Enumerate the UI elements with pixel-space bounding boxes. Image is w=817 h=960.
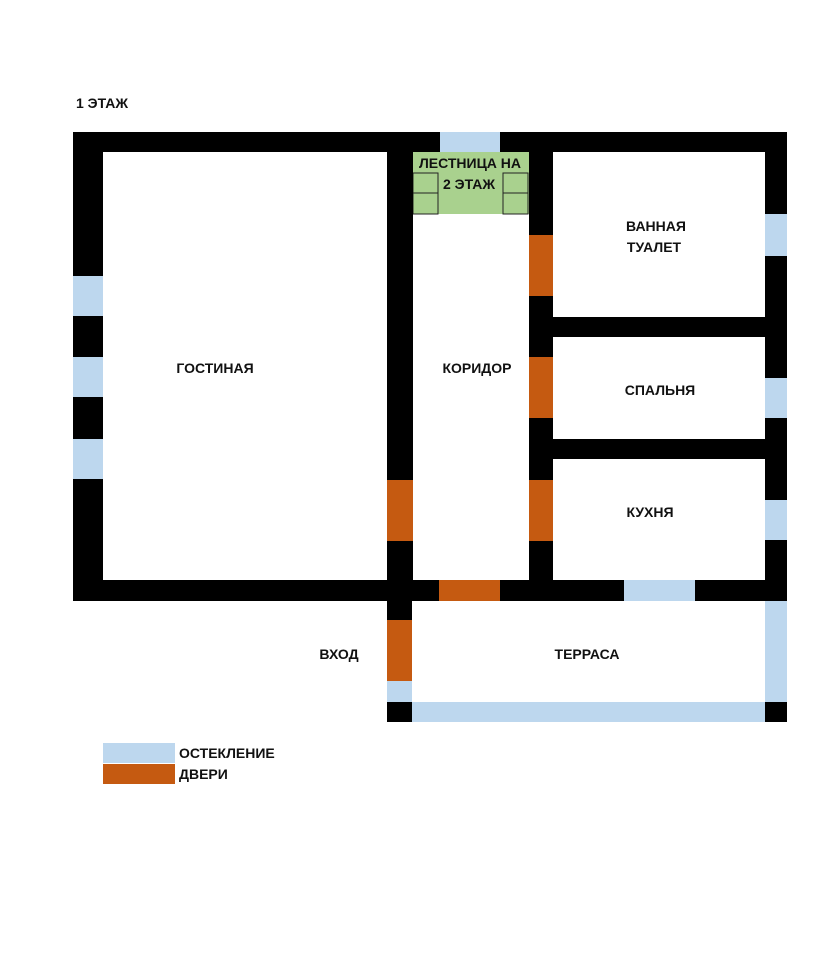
wall-top-left (73, 132, 440, 152)
wall-top-right (500, 132, 787, 152)
label-terrace: ТЕРРАСА (555, 646, 620, 662)
wall-bottom (73, 580, 787, 601)
wall-bath-bedroom (553, 317, 765, 337)
legend-glazing-swatch (103, 742, 175, 763)
window-bedroom (765, 378, 787, 418)
door-kitchen (529, 480, 553, 541)
label-entrance: ВХОД (319, 646, 358, 662)
window-kitchen (765, 500, 787, 540)
label-bedroom: СПАЛЬНЯ (625, 382, 696, 398)
legend-doors: ДВЕРИ (103, 763, 275, 784)
label-stairs-line2: 2 ЭТАЖ (443, 176, 495, 192)
legend-glazing: ОСТЕКЛЕНИЕ (103, 742, 275, 763)
legend: ОСТЕКЛЕНИЕ ДВЕРИ (103, 742, 275, 784)
legend-glazing-label: ОСТЕКЛЕНИЕ (179, 744, 275, 761)
window-left-3 (73, 439, 103, 479)
legend-doors-swatch (103, 763, 175, 784)
wall-bedroom-kitchen (553, 439, 765, 459)
label-corridor: КОРИДОР (442, 360, 511, 376)
label-kitchen: КУХНЯ (626, 504, 673, 520)
floor-title: 1 ЭТАЖ (76, 95, 129, 111)
window-left-1 (73, 276, 103, 316)
legend-doors-label: ДВЕРИ (179, 765, 228, 782)
window-top-stairs (440, 132, 500, 152)
terrace-corner-right (765, 702, 787, 722)
label-stairs-line1: ЛЕСТНИЦА НА (419, 155, 521, 171)
stairs-area (413, 152, 529, 214)
window-kitchen-terrace (624, 580, 695, 601)
label-bath-line2: ТУАЛЕТ (627, 239, 682, 255)
door-terrace (439, 580, 500, 601)
door-living (387, 480, 413, 541)
window-bathroom (765, 214, 787, 256)
window-entrance (387, 681, 412, 702)
terrace-glazing-bottom (412, 702, 765, 722)
window-left-2 (73, 357, 103, 397)
door-bathroom (529, 235, 553, 296)
terrace-glazing-right (765, 601, 787, 702)
door-entrance (387, 620, 412, 681)
door-bedroom (529, 357, 553, 418)
label-bath-line1: ВАННАЯ (626, 218, 686, 234)
label-living-room: ГОСТИНАЯ (176, 360, 253, 376)
